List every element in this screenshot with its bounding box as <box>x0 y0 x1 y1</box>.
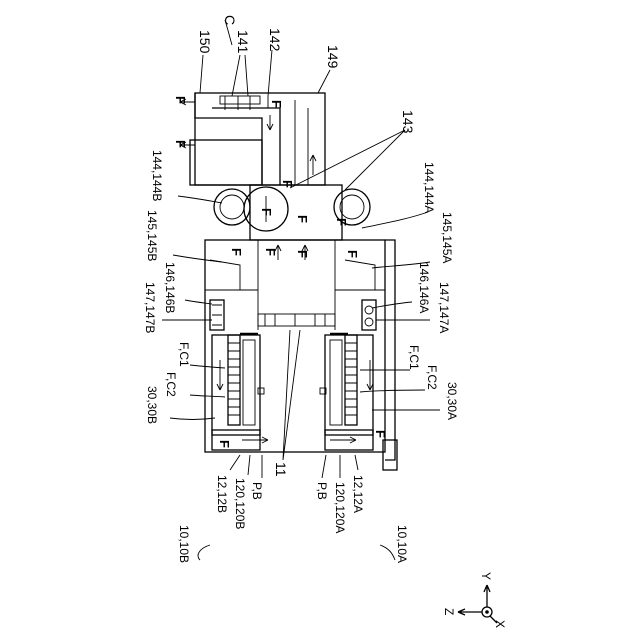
label-144b: 144,144B <box>150 150 164 201</box>
axis-z-label: Z <box>442 608 456 615</box>
flow-label: F <box>173 96 188 104</box>
label-146b: 146,146B <box>163 262 177 313</box>
label-pb-right: P,B <box>315 482 329 500</box>
module-b <box>210 300 264 450</box>
flow-label: F <box>259 208 274 216</box>
axis-y-label: Y <box>479 572 493 580</box>
label-fc2-left: F,C2 <box>164 372 178 397</box>
flow-label: F <box>295 250 310 258</box>
label-120b: 120,120B <box>233 478 247 529</box>
label-10a: 10,10A <box>395 525 409 563</box>
label-146a: 146,146A <box>417 262 431 313</box>
label-145b: 145,145B <box>145 210 159 261</box>
flow-label: F <box>263 248 278 256</box>
label-10b: 10,10B <box>177 525 191 563</box>
label-145a: 145,145A <box>440 212 454 263</box>
label-150: 150 <box>197 30 213 54</box>
axis-x-label: X <box>493 620 507 628</box>
label-pb-left: P,B <box>250 482 264 500</box>
label-143: 143 <box>400 110 416 134</box>
label-fc1-left: F,C1 <box>177 342 191 367</box>
flow-label: F <box>295 215 310 223</box>
label-142: 142 <box>267 28 283 52</box>
upper-duct-assembly <box>190 93 325 185</box>
leader-lines <box>162 20 440 560</box>
label-141: 141 <box>235 30 251 54</box>
label-147a: 147,147A <box>437 282 451 333</box>
flow-label: F <box>173 140 188 148</box>
label-c: C <box>222 15 238 25</box>
label-12a: 12,12A <box>351 475 365 513</box>
flow-label: F <box>334 218 349 226</box>
label-144a: 144,144A <box>422 162 436 213</box>
module-a <box>320 300 376 450</box>
label-30b: 30,30B <box>145 386 159 424</box>
label-fc2-right: F,C2 <box>425 365 439 390</box>
axes-indicator <box>458 585 497 623</box>
label-149: 149 <box>325 45 341 69</box>
flow-label: F <box>280 180 295 188</box>
label-120a: 120,120A <box>333 482 347 533</box>
label-30a: 30,30A <box>445 382 459 420</box>
label-fc1-right: F,C1 <box>407 345 421 370</box>
flow-arrows <box>180 99 373 443</box>
label-11: 11 <box>273 462 289 477</box>
label-12b: 12,12B <box>215 475 229 513</box>
flow-label: F <box>373 430 388 438</box>
flow-label: F <box>229 248 244 256</box>
flow-label: F <box>345 250 360 258</box>
flow-label: F <box>217 440 232 448</box>
label-147b: 147,147B <box>143 282 157 333</box>
flow-label: F <box>269 100 284 108</box>
